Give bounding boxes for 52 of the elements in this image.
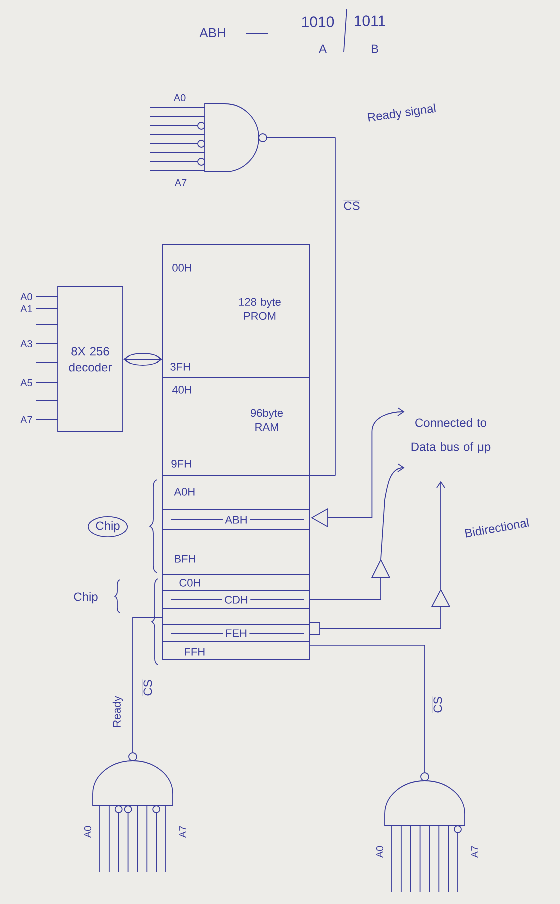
pin-label: A0: [20, 293, 32, 301]
signal-line: [310, 578, 382, 600]
pin-label: A0: [376, 846, 384, 858]
signal-label: Ready signal: [368, 104, 436, 122]
pin-label: A0: [84, 826, 92, 838]
pin-label: A5: [20, 380, 32, 386]
edge-label: CS: [342, 198, 362, 212]
bit-pattern: 1010: [302, 16, 334, 28]
signal-label: Ready: [112, 696, 124, 727]
note-text: Connected to Data bus of μp: [412, 418, 491, 454]
block-label: 128 byte PROM: [239, 298, 281, 320]
pin-label: A7: [20, 416, 32, 424]
address-row: CDH: [162, 590, 310, 610]
address-label: 3FH: [170, 363, 190, 371]
address-label: 9FH: [172, 460, 192, 468]
address-label: BFH: [175, 555, 196, 563]
buffer-triangle: [312, 508, 328, 528]
arrow: [436, 481, 446, 590]
address-row: FEH: [162, 624, 310, 642]
arrow: [328, 408, 405, 518]
signal-line: [132, 617, 163, 754]
signal-line: [266, 138, 336, 476]
chip-label: Chip: [74, 592, 98, 604]
signal-line: [310, 645, 426, 774]
address-label: FFH: [185, 648, 205, 656]
hex-digit: A: [319, 44, 327, 54]
buffer-box: [310, 622, 320, 636]
bit-pattern: 1011: [355, 16, 386, 26]
decoder-box: 8X 256 decoder: [58, 286, 124, 432]
pin-label: A7: [472, 846, 478, 858]
hex-address: ABH: [200, 28, 226, 38]
buffer-triangle: [432, 590, 450, 608]
address-row: ABH: [162, 510, 310, 530]
address-label: C0H: [180, 579, 200, 587]
address-label: A0H: [174, 488, 195, 496]
block-label: 96byte RAM: [251, 409, 284, 431]
edge-label: Bidirectional: [462, 516, 532, 540]
address-label: 00H: [172, 264, 192, 272]
address-label: 40H: [172, 386, 192, 394]
chip-oval: Chip: [88, 516, 128, 538]
signal-line: [320, 606, 442, 630]
edge-label: CS: [140, 678, 154, 698]
pin-label: A1: [20, 306, 32, 312]
hex-digit: B: [372, 44, 378, 54]
pin-label: A0: [174, 94, 186, 102]
arrow: [380, 464, 405, 560]
pin-label: A7: [174, 180, 187, 186]
double-arrow: [123, 355, 163, 364]
pin-label: A3: [20, 340, 32, 348]
buffer-triangle: [372, 560, 390, 578]
edge-label: CS: [430, 696, 444, 714]
pin-label: A7: [180, 826, 186, 838]
